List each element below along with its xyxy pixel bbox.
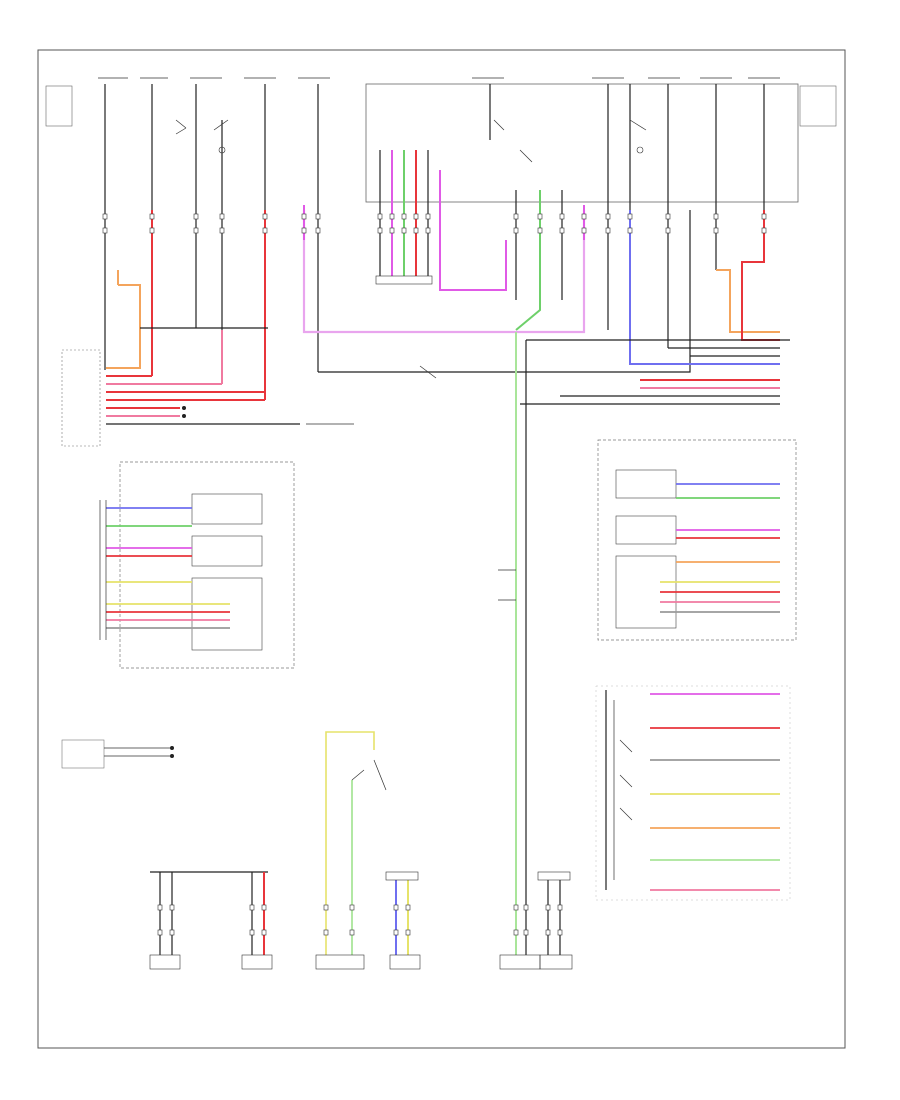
- splice-tick: [149, 227, 155, 234]
- splice-tick: [425, 227, 431, 234]
- splice-tick: [149, 213, 155, 220]
- splice-tick: [761, 213, 767, 220]
- right-lower-switch-bank: [595, 685, 791, 901]
- upper-left-connector-pins: [61, 349, 186, 447]
- splice-tick: [193, 213, 199, 220]
- splice-tick: [261, 929, 267, 936]
- splice-tick: [389, 213, 395, 220]
- splice-tick: [545, 929, 551, 936]
- splice-tick: [557, 929, 563, 936]
- center-vertical-trunk: [498, 332, 790, 955]
- splice-tick: [102, 227, 108, 234]
- top-feed-wires: [104, 84, 765, 372]
- splice-tick: [193, 227, 199, 234]
- splice-tick: [605, 213, 611, 220]
- diagram-border: [37, 49, 846, 1049]
- splice-tick: [219, 213, 225, 220]
- splice-tick: [405, 904, 411, 911]
- main-black-run: [318, 210, 691, 379]
- splice-tick: [605, 227, 611, 234]
- splice-tick: [665, 227, 671, 234]
- splice-tick: [169, 929, 175, 936]
- splice-tick: [713, 213, 719, 220]
- splice-tick: [377, 227, 383, 234]
- splice-tick: [537, 213, 543, 220]
- left-junction-block: [45, 85, 73, 127]
- left-small-connector: [61, 739, 174, 769]
- splice-tick: [523, 904, 529, 911]
- bottom-center-switch: [325, 731, 419, 955]
- splice-tick: [557, 904, 563, 911]
- splice-tick: [393, 929, 399, 936]
- splice-tick: [545, 904, 551, 911]
- splice-tick: [513, 227, 519, 234]
- splice-tick: [627, 227, 633, 234]
- splice-tick: [665, 213, 671, 220]
- splice-tick: [261, 904, 267, 911]
- fuse-relay-box: [365, 83, 799, 203]
- bottom-ground-connectors: [315, 871, 573, 970]
- splice-tick: [262, 227, 268, 234]
- splice-tick: [401, 227, 407, 234]
- splice-tick: [559, 213, 565, 220]
- splice-tick: [581, 227, 587, 234]
- splice-tick: [249, 929, 255, 936]
- splice-tick: [627, 213, 633, 220]
- left-switch-box: [99, 461, 295, 669]
- splice-tick: [377, 213, 383, 220]
- splice-tick: [349, 904, 355, 911]
- right-junction-block: [799, 85, 837, 127]
- splice-tick: [157, 929, 163, 936]
- splice-tick: [249, 904, 255, 911]
- splice-tick: [323, 904, 329, 911]
- splice-tick: [262, 213, 268, 220]
- splice-tick: [157, 904, 163, 911]
- splice-tick: [301, 213, 307, 220]
- bottom-left-connectors: [149, 871, 273, 970]
- splice-tick: [513, 929, 519, 936]
- splice-tick: [425, 213, 431, 220]
- splice-tick: [537, 227, 543, 234]
- right-switch-box: [597, 439, 797, 641]
- splice-tick: [393, 904, 399, 911]
- center-top-connector: [375, 150, 507, 291]
- splice-tick: [323, 929, 329, 936]
- splice-tick: [513, 904, 519, 911]
- splice-tick: [413, 227, 419, 234]
- splice-tick: [401, 213, 407, 220]
- splice-tick: [169, 904, 175, 911]
- splice-tick: [405, 929, 411, 936]
- splice-tick: [581, 213, 587, 220]
- splice-tick: [523, 929, 529, 936]
- splice-tick: [349, 929, 355, 936]
- splice-tick: [389, 227, 395, 234]
- splice-tick: [301, 227, 307, 234]
- splice-tick: [413, 213, 419, 220]
- top-component-symbols: [175, 119, 647, 163]
- splice-markers: [102, 213, 767, 936]
- splice-tick: [559, 227, 565, 234]
- splice-tick: [761, 227, 767, 234]
- splice-tick: [219, 227, 225, 234]
- splice-tick: [513, 213, 519, 220]
- splice-tick: [315, 213, 321, 220]
- splice-tick: [315, 227, 321, 234]
- splice-tick: [713, 227, 719, 234]
- center-magenta-route: [302, 205, 586, 334]
- upper-left-wiring: [106, 210, 354, 425]
- splice-tick: [102, 213, 108, 220]
